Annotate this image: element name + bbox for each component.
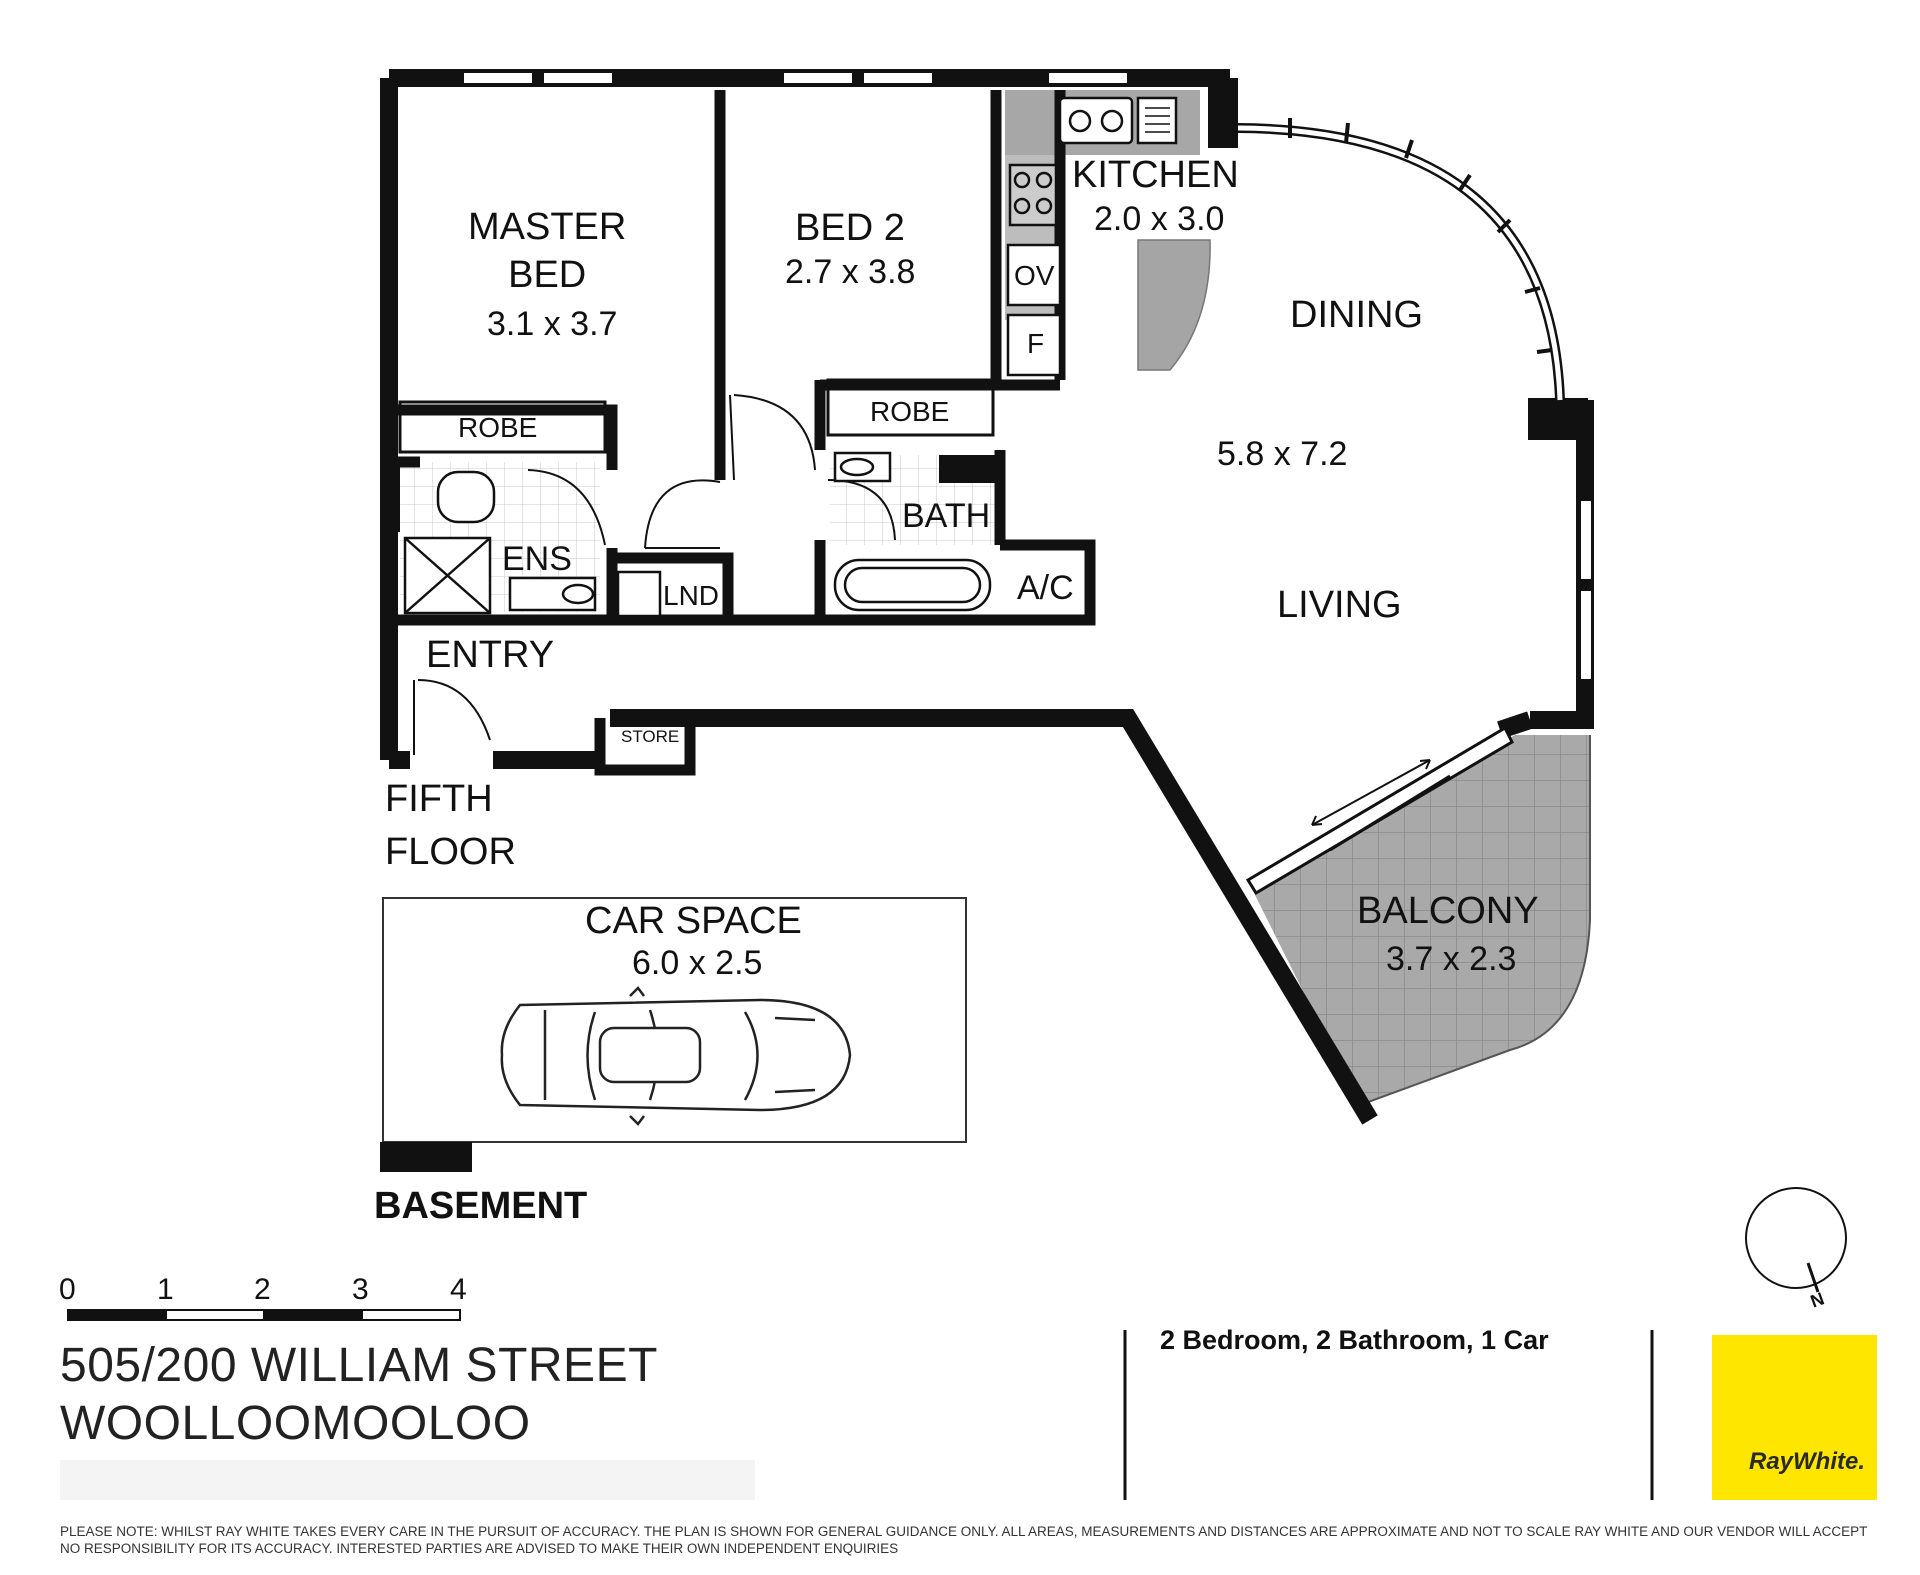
raywhite-logo-text: RayWhite.	[1748, 1448, 1865, 1475]
kitchen-island	[1137, 239, 1211, 371]
car-space-dims: 6.0 x 2.5	[632, 944, 763, 982]
address-line2: WOOLLOOMOOLOO	[60, 1397, 531, 1450]
master-bed-label: MASTER BED	[468, 204, 626, 299]
curved-window	[1237, 123, 1565, 401]
balcony-floor	[1255, 735, 1590, 1105]
fifth-floor-line2: FLOOR	[385, 831, 516, 874]
kitchen-dims: 2.0 x 3.0	[1094, 200, 1225, 238]
scale-bar	[67, 1309, 461, 1321]
fridge-label: F	[1027, 328, 1045, 359]
robe-master-label: ROBE	[458, 412, 538, 443]
ensuite-label: ENS	[502, 540, 572, 578]
ac-label: A/C	[1017, 569, 1074, 607]
master-bed-name-1: MASTER	[468, 206, 627, 248]
scale-tick-4: 4	[450, 1273, 467, 1306]
basement-label: BASEMENT	[374, 1185, 588, 1227]
car-space-name: CAR SPACE	[585, 900, 802, 942]
kitchen-name: KITCHEN	[1072, 154, 1239, 196]
scale-tick-2: 2	[254, 1273, 271, 1306]
fifth-floor-label: FIFTH FLOOR	[385, 773, 516, 879]
living-name: LIVING	[1277, 584, 1402, 626]
balcony-dims: 3.7 x 2.3	[1386, 940, 1517, 978]
scale-tick-3: 3	[352, 1273, 369, 1306]
robe-bed2-label: ROBE	[870, 396, 950, 427]
balcony-name: BALCONY	[1357, 890, 1539, 932]
raywhite-logo: RayWhite.	[1712, 1335, 1877, 1500]
oven-label: OV	[1014, 260, 1055, 291]
living-dims: 5.8 x 7.2	[1217, 435, 1348, 473]
dining-name: DINING	[1290, 294, 1423, 336]
scale-tick-0: 0	[59, 1273, 76, 1306]
master-bed-name-2: BED	[508, 253, 587, 296]
fifth-floor-line1: FIFTH	[385, 778, 493, 820]
master-bed-dims: 3.1 x 3.7	[487, 305, 618, 343]
entry-label: ENTRY	[426, 634, 555, 676]
laundry-label: LND	[663, 580, 720, 611]
fixtures	[403, 96, 1178, 618]
scale-tick-1: 1	[157, 1273, 174, 1306]
balcony-door	[1245, 725, 1514, 896]
bed2-name: BED 2	[795, 207, 905, 249]
address-line1: 505/200 WILLIAM STREET	[60, 1339, 658, 1392]
store-label: STORE	[621, 727, 680, 746]
property-summary: 2 Bedroom, 2 Bathroom, 1 Car	[1160, 1325, 1549, 1355]
disclaimer: PLEASE NOTE: WHILST RAY WHITE TAKES EVER…	[60, 1524, 1868, 1556]
bed2-dims: 2.7 x 3.8	[785, 253, 916, 291]
bath-label: BATH	[902, 497, 991, 535]
car-icon	[500, 986, 852, 1126]
car-space-outline	[382, 897, 967, 1143]
compass-icon	[1745, 1187, 1847, 1289]
